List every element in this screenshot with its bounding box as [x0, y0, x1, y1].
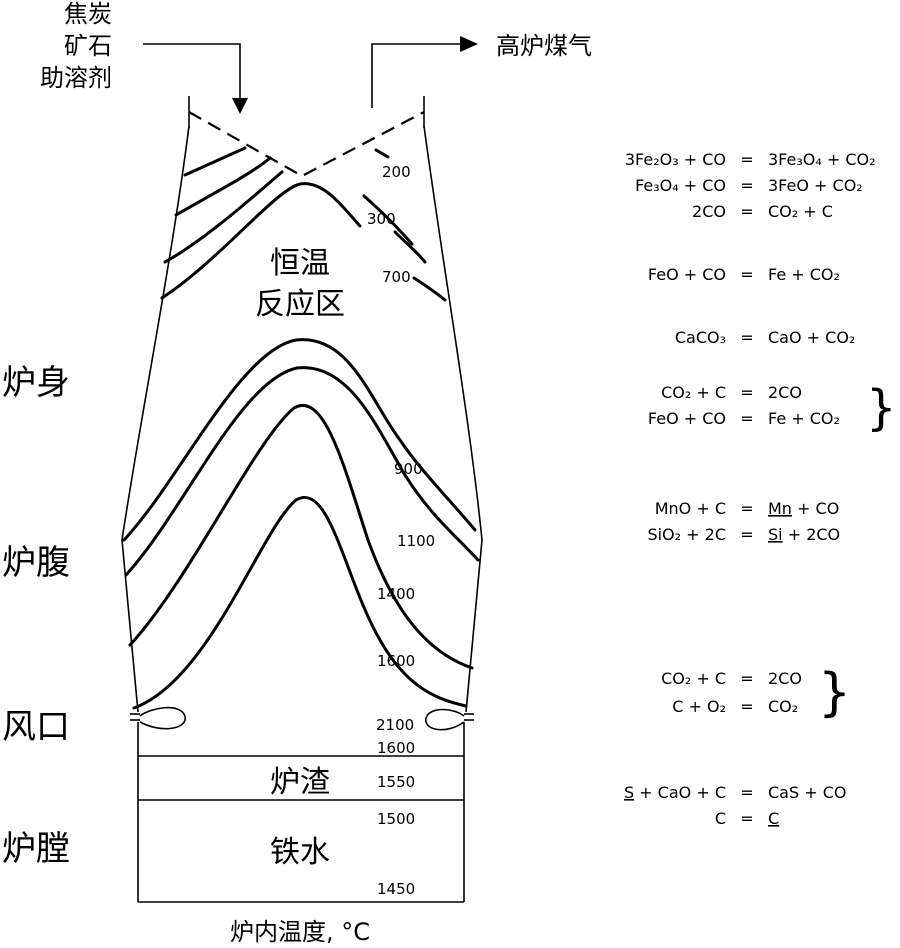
reaction-right: Si + 2CO	[768, 525, 840, 544]
reaction-equals: =	[740, 328, 753, 347]
isotherm-700-right	[412, 276, 447, 302]
raceway-right	[425, 708, 465, 731]
raceway-left	[139, 706, 186, 730]
temp-1400: 1400	[377, 585, 415, 603]
furnace-wall-right	[423, 125, 483, 713]
feed-label-flux: 助溶剂	[40, 64, 112, 92]
zone-label-tuyere: 风口	[2, 707, 70, 747]
isotherm-300-left	[174, 156, 272, 217]
isotherm-1100	[124, 366, 480, 577]
feed-label-ore: 矿石	[64, 32, 112, 60]
reaction-right: 2CO	[768, 383, 802, 402]
reaction-equals: =	[740, 697, 753, 716]
feed-arrowhead-icon	[232, 98, 248, 114]
reaction-left: C + O₂	[672, 697, 726, 716]
isotherm-300-right-b	[393, 230, 427, 264]
temp-700: 700	[382, 268, 411, 286]
reaction-right: 2CO	[768, 669, 802, 688]
reaction-left: C	[715, 809, 726, 828]
furnace-wall-left	[121, 125, 190, 713]
brace-icon-1: }	[866, 380, 897, 436]
reaction-equals: =	[740, 383, 753, 402]
reaction-right: Mn + CO	[768, 499, 839, 518]
reaction-right: CO₂	[768, 697, 798, 716]
isothermal-zone-label-2: 反应区	[255, 287, 345, 322]
reaction-left: CO₂ + C	[661, 669, 726, 688]
zone-label-belly: 炉腹	[2, 543, 70, 583]
reaction-left: Fe₃O₄ + CO	[635, 176, 726, 195]
isotherm-300-right	[362, 194, 414, 246]
temp-200: 200	[382, 163, 411, 181]
temp-300: 300	[367, 210, 396, 228]
reaction-equals: =	[740, 150, 753, 169]
isotherm-1600	[132, 496, 468, 710]
reaction-right: Fe + CO₂	[768, 265, 840, 284]
reaction-right: 3Fe₃O₄ + CO₂	[768, 150, 876, 169]
brace-icon-2: }	[818, 663, 851, 723]
reaction-left: 2CO	[692, 202, 726, 221]
reaction-right: CaS + CO	[768, 783, 846, 802]
reaction-right: CaO + CO₂	[768, 328, 855, 347]
isothermal-zone-label-1: 恒温	[270, 246, 330, 281]
reaction-equals: =	[740, 783, 753, 802]
reaction-right: Fe + CO₂	[768, 409, 840, 428]
reaction-left: 3Fe₂O₃ + CO	[625, 150, 726, 169]
reaction-equals: =	[740, 499, 753, 518]
iron-label: 铁水	[270, 835, 330, 870]
temp-1100: 1100	[397, 532, 435, 550]
temp-1600-lower: 1600	[377, 739, 415, 757]
reaction-right: 3FeO + CO₂	[768, 176, 863, 195]
reaction-left: FeO + CO	[648, 409, 726, 428]
feed-label-coke: 焦炭	[64, 0, 112, 28]
reaction-left: CO₂ + C	[661, 383, 726, 402]
reaction-equals: =	[740, 265, 753, 284]
isotherm-900	[122, 338, 477, 542]
zone-label-shaft: 炉身	[2, 363, 70, 403]
reaction-equals: =	[740, 176, 753, 195]
temp-1550: 1550	[377, 773, 415, 791]
reaction-equals: =	[740, 669, 753, 688]
exhaust-label: 高炉煤气	[496, 32, 592, 60]
reaction-left: CaCO₃	[675, 328, 726, 347]
isotherm-700-dome	[160, 182, 362, 300]
reaction-left: S + CaO + C	[624, 783, 726, 802]
reaction-right: C	[768, 809, 779, 828]
reaction-left: SiO₂ + 2C	[647, 525, 726, 544]
reaction-equals: =	[740, 409, 753, 428]
exhaust-arrowhead-icon	[460, 36, 478, 52]
isotherm-200-right	[374, 148, 390, 159]
reaction-list: 3Fe₂O₃ + CO = 3Fe₃O₄ + CO₂ Fe₃O₄ + CO = 3FeO …	[624, 150, 876, 828]
slag-label: 炉渣	[270, 765, 330, 800]
isotherm-1400	[128, 404, 474, 670]
isotherm-700-left	[163, 170, 284, 264]
zone-label-hearth: 炉膛	[2, 829, 70, 869]
axis-label-temperature: 炉内温度, °C	[230, 918, 370, 946]
temp-1500: 1500	[377, 810, 415, 828]
exhaust-arrow	[371, 43, 462, 108]
reaction-equals: =	[740, 202, 753, 221]
isotherm-200-left	[183, 146, 247, 177]
temp-2100: 2100	[376, 716, 414, 734]
temp-1600-upper: 1600	[377, 652, 415, 670]
reaction-left: MnO + C	[655, 499, 726, 518]
temp-1450: 1450	[377, 880, 415, 898]
temp-900: 900	[394, 460, 423, 478]
reaction-equals: =	[740, 525, 753, 544]
feed-arrow	[143, 43, 241, 102]
burden-surface-dashed	[188, 111, 425, 178]
reaction-right: CO₂ + C	[768, 202, 833, 221]
reaction-left: FeO + CO	[648, 265, 726, 284]
reaction-equals: =	[740, 809, 753, 828]
